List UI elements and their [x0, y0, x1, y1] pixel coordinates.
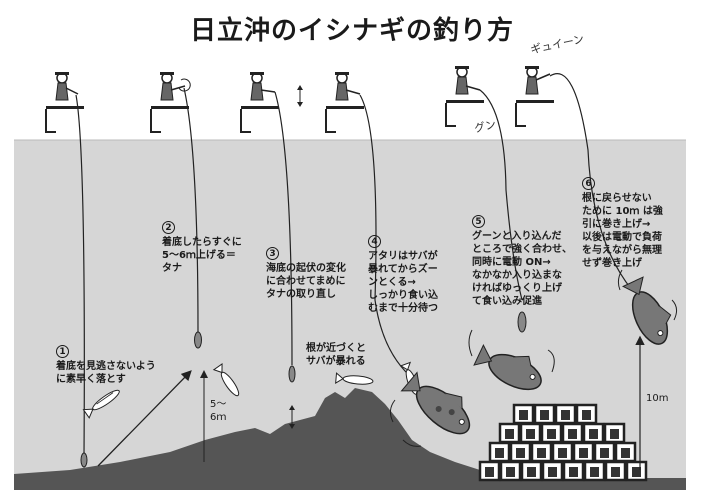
fishing-line-2 — [183, 87, 199, 333]
fishing-line-6 — [549, 73, 633, 291]
seabed — [14, 388, 686, 490]
reef-block-hole — [610, 429, 619, 439]
page-title: 日立沖のイシナギの釣り方 — [189, 16, 514, 46]
ishinagi-fish-4 — [400, 371, 471, 435]
reef-block-hole — [526, 429, 535, 439]
step-6-text: 根に戻らせない ために 10ｍ は強 引に巻き上げ→ 以後は電動で負荷 を与えな… — [582, 193, 663, 269]
fishing-line-3 — [274, 91, 293, 366]
reef-block-hole — [558, 448, 567, 458]
distance-label: 10m — [646, 393, 669, 404]
bait-fish-3 — [335, 372, 374, 385]
sinker-2 — [194, 331, 202, 349]
reef-block-hole — [547, 429, 556, 439]
motion-marks-6 — [617, 269, 678, 321]
step-1: 1 着底を見逃さないよう に素早く落とす — [56, 332, 156, 399]
reef-block-hole — [537, 448, 546, 458]
reef-block-hole — [505, 429, 514, 439]
sinker-5 — [517, 311, 527, 333]
reef-block-hole — [632, 467, 641, 477]
step-3-number: 3 — [266, 247, 279, 260]
step-1-number: 1 — [56, 345, 69, 358]
reef-block-hole — [516, 448, 525, 458]
step-5-text: グーンと入り込んだ ところで強く合わせ、 同時に電動 ON→ なかなか入り込まな… — [472, 231, 572, 307]
step-6-number: 6 — [582, 177, 595, 190]
step-1-text: 着底を見逃さないよう に素早く落とす — [56, 361, 156, 385]
step-3: 3 海底の起伏の変化 に合わせてまめに タナの取り直し — [266, 234, 346, 314]
step-3-text: 海底の起伏の変化 に合わせてまめに タナの取り直し — [266, 263, 346, 300]
reef-block-hole — [600, 448, 609, 458]
fishing-line-4 — [359, 94, 411, 377]
step-2: 2 着底したらすぐに 5〜6ｍ上げる＝ タナ — [162, 208, 242, 288]
motion-marks-5 — [468, 329, 555, 373]
motion-marks-4 — [389, 399, 422, 447]
arrow-descend-to-rise — [97, 370, 192, 467]
boat-4 — [325, 72, 364, 133]
reef-block-hole — [579, 448, 588, 458]
boat-2 — [150, 72, 191, 133]
step-5-number: 5 — [472, 215, 485, 228]
boat-1 — [45, 72, 84, 133]
reef-block-hole — [582, 410, 591, 420]
reef-block-hole — [506, 467, 515, 477]
arrow-up-down-top — [297, 85, 303, 107]
reef-block-hole — [540, 410, 549, 420]
arrow-up-down-bottom — [289, 405, 295, 429]
reef-block-hole — [548, 467, 557, 477]
reef-block-hole — [589, 429, 598, 439]
reef-block-hole — [568, 429, 577, 439]
reef-block-hole — [590, 467, 599, 477]
boat-5 — [445, 66, 484, 127]
reef-block-hole — [527, 467, 536, 477]
reef-block-hole — [621, 448, 630, 458]
step-6: 6 根に戻らせない ために 10ｍ は強 引に巻き上げ→ 以後は電動で負荷 を与… — [582, 164, 663, 283]
step-2-number: 2 — [162, 221, 175, 234]
step-4: 4 アタリはサバが 暴れてからズー ンとくる→ しっかり食い込 むまで十分待つ — [368, 222, 438, 328]
ishinagi-fish-6 — [621, 276, 672, 345]
rise-label: 5〜 6ｍ — [210, 399, 227, 423]
fishing-line-5 — [479, 89, 523, 301]
reef-note: 根が近づくと サバが暴れる — [306, 343, 366, 367]
boat-3 — [240, 72, 279, 133]
bait-fish-1 — [82, 389, 120, 419]
step-5: 5 グーンと入り込んだ ところで強く合わせ、 同時に電動 ON→ なかなか入り込… — [472, 202, 572, 321]
step-4-text: アタリはサバが 暴れてからズー ンとくる→ しっかり食い込 むまで十分待つ — [368, 251, 438, 314]
bait-fish-2 — [212, 362, 240, 397]
ishinagi-fish-5 — [473, 343, 542, 391]
step-4-number: 4 — [368, 235, 381, 248]
reef-block-hole — [485, 467, 494, 477]
fishing-line-1 — [75, 94, 85, 457]
reef-block-hole — [561, 410, 570, 420]
sinker-1 — [80, 452, 88, 468]
reef-block-hole — [569, 467, 578, 477]
boat-6 — [515, 66, 554, 127]
sinker-3 — [288, 365, 296, 383]
artificial-reef — [478, 403, 648, 482]
step-2-text: 着底したらすぐに 5〜6ｍ上げる＝ タナ — [162, 237, 242, 274]
reef-block-hole — [519, 410, 528, 420]
reef-block-hole — [611, 467, 620, 477]
reef-block-hole — [495, 448, 504, 458]
